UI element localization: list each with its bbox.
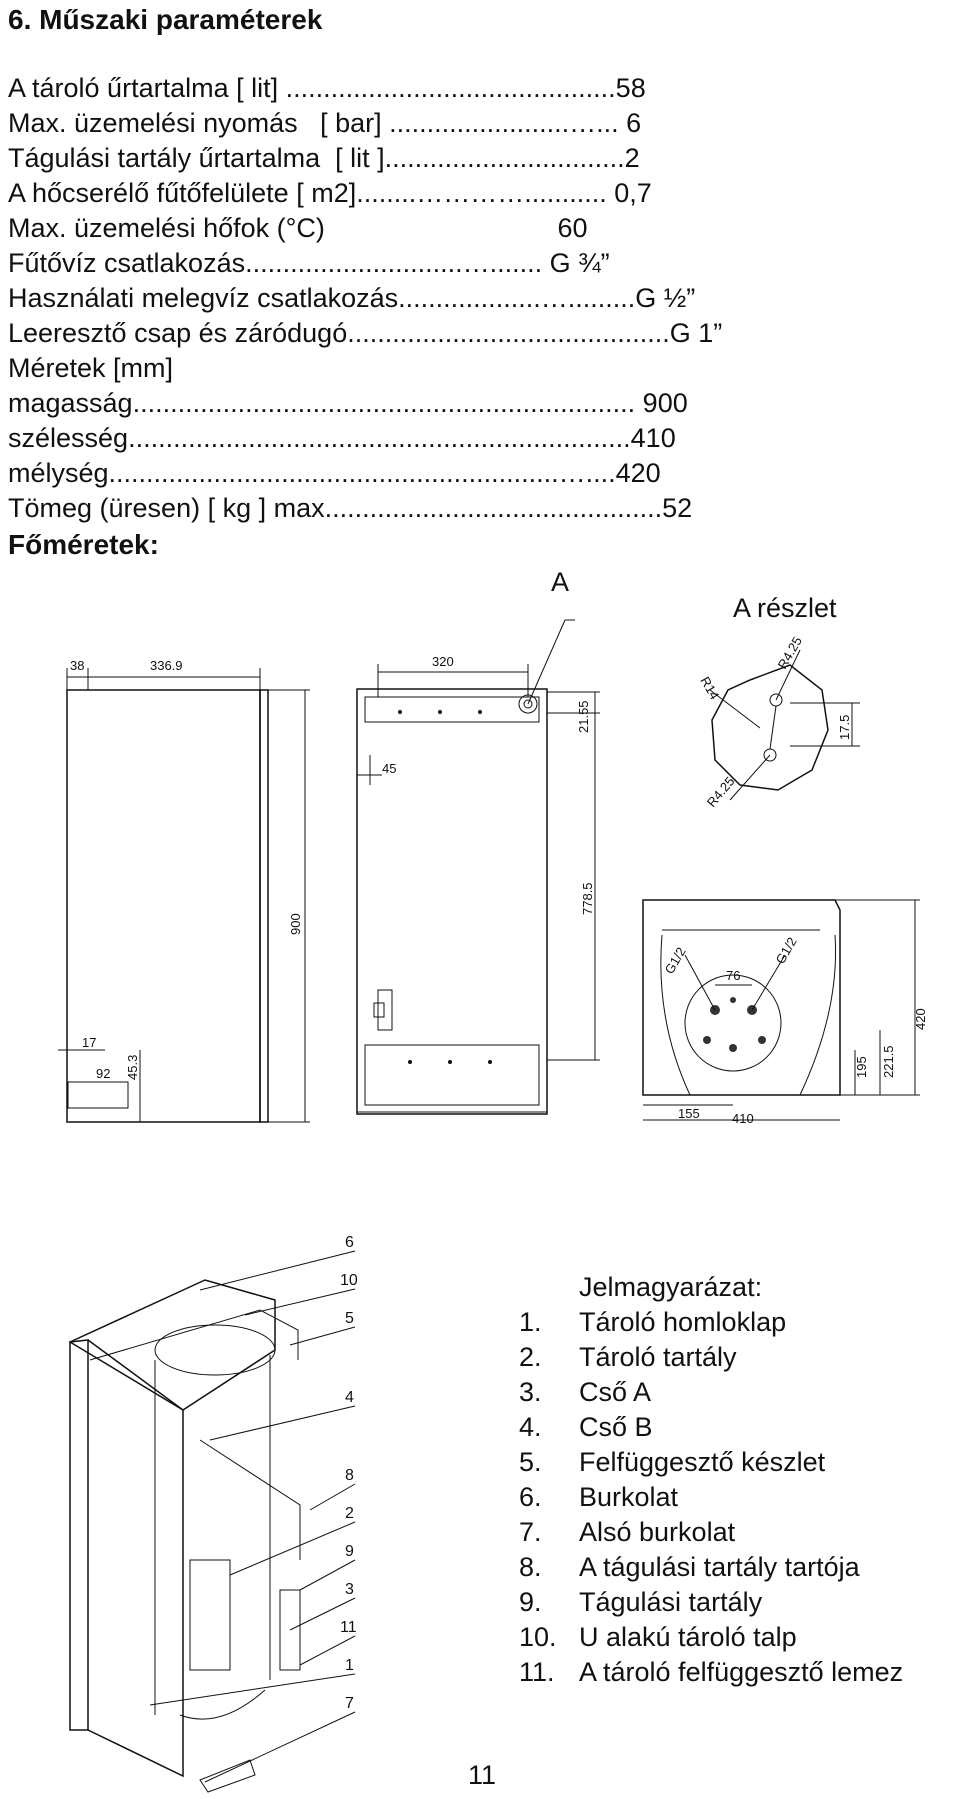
spec-line: A hőcserélő fűtőfelülete [ m2]........……… [8, 178, 652, 208]
dim-label: 45.3 [125, 1055, 140, 1080]
legend-item: 5. Felfüggesztő készlet [519, 1445, 903, 1480]
main-dimensions-title: Főméretek: [8, 529, 159, 560]
spec-line: Max. üzemelési nyomás [ bar] ...........… [8, 108, 642, 138]
legend-number: 1. [519, 1307, 542, 1337]
legend-text: Tároló homloklap [579, 1307, 787, 1337]
front-view-drawing [356, 619, 600, 1115]
spec-line: Méretek [mm] [8, 353, 174, 383]
callout-number: 5 [345, 1310, 354, 1327]
legend-number: 10. [519, 1622, 557, 1652]
callout-number: 3 [345, 1581, 354, 1598]
callout-number: 4 [345, 1389, 354, 1406]
callout-number: 1 [345, 1657, 354, 1674]
page-number: 11 [468, 1760, 497, 1790]
spec-line: Max. üzemelési hőfok (°C) 60 [8, 213, 588, 243]
legend-text: Felfüggesztő készlet [579, 1447, 826, 1477]
legend-item: 7. Alsó burkolat [519, 1515, 903, 1550]
exploded-view-drawing [68, 1250, 356, 1793]
dim-label: R4.25 [775, 634, 805, 672]
legend-text: Tágulási tartály [579, 1587, 763, 1617]
legend-item: 11. A tároló felfüggesztő lemez [519, 1655, 903, 1690]
dim-label: 195 [854, 1056, 869, 1078]
dim-label: 410 [732, 1111, 754, 1126]
legend-item: 3. Cső A [519, 1375, 903, 1410]
legend-number: 9. [519, 1587, 542, 1617]
dim-label: 17 [82, 1035, 96, 1050]
dim-label: 76 [726, 968, 740, 983]
dim-label: G1/2 [773, 935, 800, 967]
legend-number: 2. [519, 1342, 542, 1372]
legend-title: Jelmagyarázat: [579, 1272, 763, 1302]
legend-text: Cső A [579, 1377, 652, 1407]
dim-label: 778.5 [580, 882, 595, 915]
dim-label: 45 [382, 761, 396, 776]
dim-label: 336.9 [150, 658, 183, 673]
callout-number: 10 [340, 1272, 358, 1289]
legend-item: 6. Burkolat [519, 1480, 903, 1515]
dim-label: 92 [96, 1066, 110, 1081]
callout-number: 8 [345, 1467, 354, 1484]
legend-text: Cső B [579, 1412, 653, 1442]
spec-line: magasság................................… [8, 388, 688, 418]
dim-label: G1/2 [662, 945, 689, 977]
legend-number: 8. [519, 1552, 542, 1582]
legend-item: 10. U alakú tároló talp [519, 1620, 903, 1655]
legend-item: 9. Tágulási tartály [519, 1585, 903, 1620]
dim-label: 17.5 [837, 715, 852, 740]
legend-item: 2. Tároló tartály [519, 1340, 903, 1375]
legend-number: 6. [519, 1482, 542, 1512]
callout-number: 7 [345, 1695, 354, 1712]
legend-number: 4. [519, 1412, 542, 1442]
callout-number: 9 [345, 1543, 354, 1560]
callout-number: 6 [345, 1234, 354, 1251]
legend-item: 8. A tágulási tartály tartója [519, 1550, 903, 1585]
legend-text: A tágulási tartály tartója [579, 1552, 860, 1582]
dim-label: 221.5 [881, 1045, 896, 1078]
side-view-drawing [58, 668, 310, 1123]
dim-label: R4.25 [704, 774, 738, 810]
dim-label: 155 [678, 1106, 700, 1121]
section-title: 6. Műszaki paraméterek [8, 4, 323, 35]
spec-line: Fűtővíz csatlakozás.....................… [8, 248, 610, 278]
legend-number: 3. [519, 1377, 542, 1407]
callout-number: 11 [340, 1619, 357, 1636]
legend-number: 7. [519, 1517, 542, 1547]
detail-a-drawing [709, 649, 860, 801]
legend-text: Tároló tartály [579, 1342, 737, 1372]
dim-label: 320 [432, 654, 454, 669]
spec-line: Tömeg (üresen) [ kg ] max...............… [8, 493, 693, 523]
legend-text: A tároló felfüggesztő lemez [579, 1657, 904, 1687]
spec-line: Tágulási tartály űrtartalma [ lit ].....… [8, 143, 640, 173]
spec-line: szélesség...............................… [8, 423, 676, 453]
label-a-detail: A részlet [733, 593, 837, 623]
dim-label: 420 [913, 1008, 928, 1030]
legend-text: Alsó burkolat [579, 1517, 736, 1547]
legend-item: 4. Cső B [519, 1410, 903, 1445]
legend: Jelmagyarázat: 1. Tároló homloklap 2. Táro… [519, 1270, 903, 1690]
legend-text: U alakú tároló talp [579, 1622, 797, 1652]
legend-number: 11. [519, 1657, 555, 1687]
dim-label: 38 [70, 658, 84, 673]
dim-label: 21.55 [576, 700, 591, 733]
dim-label: R14 [697, 674, 722, 702]
legend-item: 1. Tároló homloklap [519, 1305, 903, 1340]
legend-number: 5. [519, 1447, 542, 1477]
spec-line: Leeresztő csap és záródugó..............… [8, 318, 723, 348]
label-a: A [551, 567, 570, 597]
spec-line: Használati melegvíz csatlakozás.........… [8, 283, 696, 313]
top-view-drawing [642, 899, 920, 1121]
spec-line: mélység.................................… [8, 458, 661, 488]
spec-line: A tároló űrtartalma [ lit] .............… [8, 73, 646, 103]
legend-text: Burkolat [579, 1482, 679, 1512]
callout-number: 2 [345, 1505, 354, 1522]
dim-label: 900 [288, 913, 303, 935]
